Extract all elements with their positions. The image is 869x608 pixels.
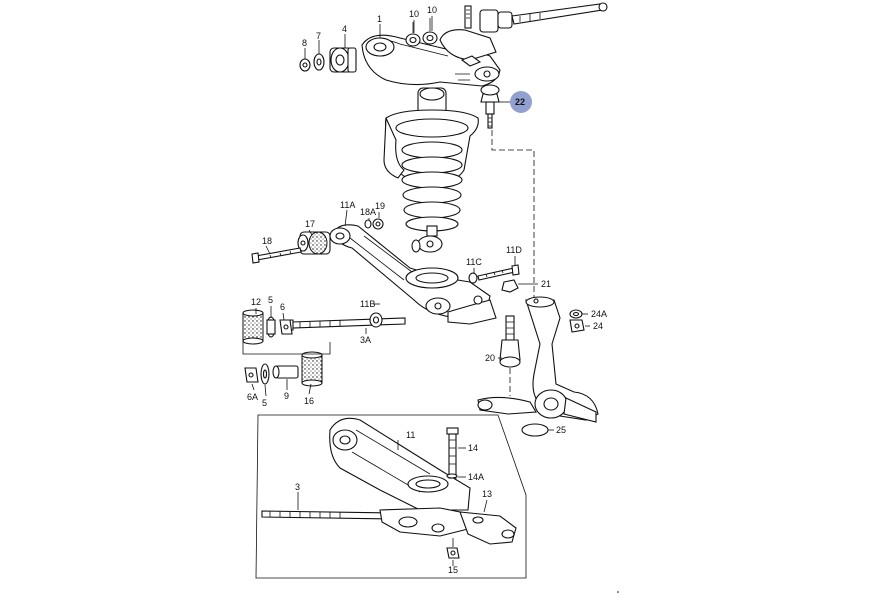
lower-control-arm bbox=[329, 224, 497, 325]
label-13: 13 bbox=[482, 489, 492, 499]
subframe-inset bbox=[255, 414, 527, 579]
bolt-3a bbox=[284, 312, 406, 331]
washer-24a bbox=[569, 309, 583, 319]
label-11: 11 bbox=[406, 430, 415, 440]
label-14a: 14A bbox=[468, 472, 484, 482]
label-4: 4 bbox=[342, 24, 347, 34]
label-3: 3 bbox=[295, 482, 300, 492]
label-3a: 3A bbox=[360, 335, 371, 345]
nut-6a bbox=[244, 367, 259, 383]
sleeve-9 bbox=[272, 365, 299, 379]
shock-lower-eye bbox=[411, 235, 443, 253]
ball-joint-22 bbox=[480, 84, 500, 129]
bushing-16 bbox=[301, 351, 323, 387]
washer-7 bbox=[313, 53, 325, 71]
label-21: 21 bbox=[541, 279, 551, 289]
label-6a: 6A bbox=[247, 392, 258, 402]
label-15: 15 bbox=[448, 565, 458, 575]
label-19: 19 bbox=[375, 201, 385, 211]
label-10a: 10 bbox=[409, 9, 419, 19]
label-18a: 18A bbox=[360, 207, 376, 217]
label-11a: 11A bbox=[340, 200, 355, 210]
label-22[interactable]: 22 bbox=[515, 97, 525, 107]
label-22-highlight[interactable] bbox=[510, 91, 532, 113]
label-5a: 5 bbox=[268, 295, 273, 305]
label-10b: 10 bbox=[427, 5, 437, 15]
label-9: 9 bbox=[284, 391, 289, 401]
label-5b: 5 bbox=[262, 398, 267, 408]
ball-joint-20 bbox=[499, 315, 521, 368]
bolt-11c-11d bbox=[468, 264, 520, 293]
label-7: 7 bbox=[316, 31, 321, 41]
dust-cover-25 bbox=[521, 423, 549, 437]
washer-5b bbox=[260, 363, 270, 385]
steering-knuckle bbox=[477, 296, 599, 423]
bushing-17 bbox=[297, 231, 331, 255]
label-17: 17 bbox=[305, 219, 315, 229]
label-8: 8 bbox=[302, 38, 307, 48]
bushing-4 bbox=[329, 47, 357, 73]
label-16: 16 bbox=[304, 396, 314, 406]
label-20: 20 bbox=[485, 353, 495, 363]
label-11b: 11B bbox=[360, 299, 375, 309]
washer-18a-19 bbox=[364, 218, 384, 230]
upper-control-arm bbox=[361, 29, 501, 87]
stray-dot bbox=[617, 591, 619, 593]
leader-lines bbox=[251, 16, 590, 566]
upper-arm-shaft bbox=[479, 2, 608, 33]
nut-6 bbox=[279, 319, 293, 335]
label-14: 14 bbox=[468, 443, 478, 453]
label-1: 1 bbox=[377, 14, 382, 24]
label-25: 25 bbox=[556, 425, 566, 435]
nut-8 bbox=[299, 58, 311, 72]
coil-spring bbox=[401, 141, 463, 237]
nut-24 bbox=[569, 319, 585, 333]
part-labels: 1 4 7 8 10 10 22 11A 17 18 18A 19 11C 11… bbox=[247, 5, 607, 575]
bushing-12 bbox=[242, 309, 264, 345]
label-24: 24 bbox=[593, 321, 603, 331]
sleeve-5a bbox=[266, 316, 276, 338]
bolt-18 bbox=[251, 247, 302, 264]
label-11c: 11C bbox=[466, 257, 482, 267]
label-11d: 11D bbox=[506, 245, 522, 255]
label-6: 6 bbox=[280, 302, 285, 312]
label-12: 12 bbox=[251, 297, 261, 307]
assembly-line-22 bbox=[491, 130, 535, 298]
label-24a: 24A bbox=[591, 309, 607, 319]
bracket-12-16 bbox=[242, 340, 331, 355]
label-18: 18 bbox=[262, 236, 272, 246]
bolt-10-pair bbox=[405, 5, 472, 47]
